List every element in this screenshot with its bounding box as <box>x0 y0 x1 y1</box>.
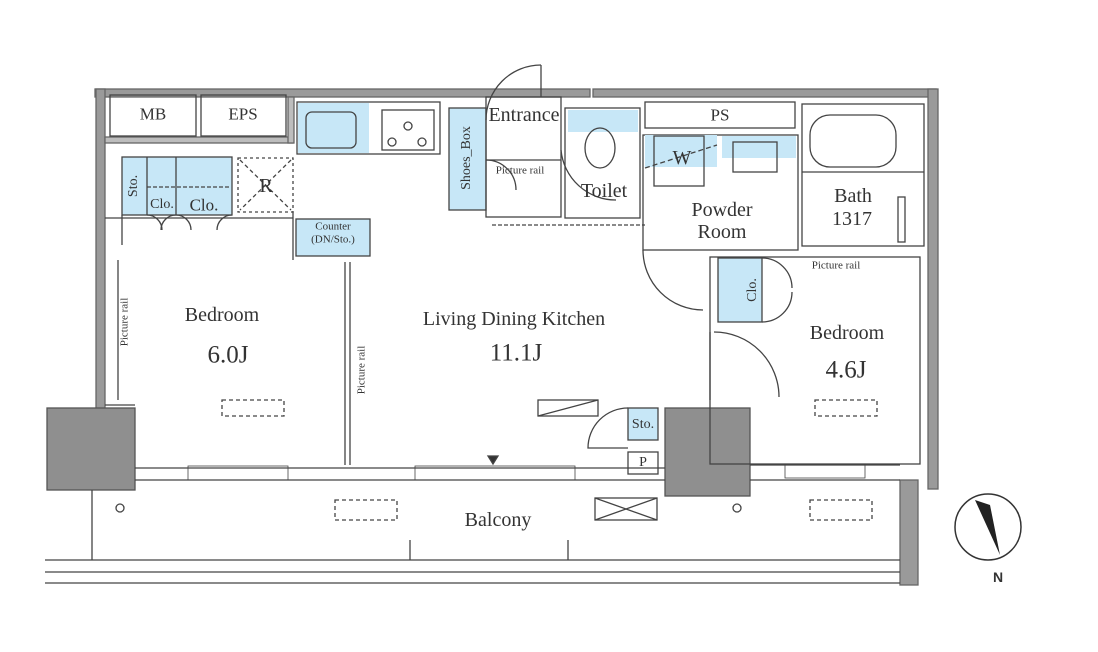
room-size-bedroom-2: 4.6J <box>825 356 867 384</box>
label-picture-rail-bedroom2: Picture rail <box>811 259 861 272</box>
wall-left <box>95 88 106 410</box>
label-counter: Counter <box>315 220 351 233</box>
label-shoes-box: Shoes_Box <box>459 126 474 190</box>
label-picture-rail-entrance: Picture rail <box>495 164 545 177</box>
room-label-balcony: Balcony <box>464 509 532 531</box>
room-label-eps: EPS <box>228 104 258 124</box>
room-label-bedroom-2: Bedroom <box>809 322 885 344</box>
room-label-bedroom-1: Bedroom <box>184 304 260 326</box>
room-label-powder: Powder <box>691 199 753 221</box>
room-label-ps: PS <box>710 105 730 125</box>
wall-balcony-right <box>899 479 919 586</box>
wall-top-left <box>94 88 591 98</box>
room-size-bedroom-1: 6.0J <box>207 341 249 369</box>
bath-size: 1317 <box>832 208 872 230</box>
room-label-ldk: Living Dining Kitchen <box>422 308 606 330</box>
wall-right <box>927 88 939 490</box>
label-sto-left: Sto. <box>126 174 141 198</box>
room-label-toilet: Toilet <box>580 180 628 202</box>
label-clo-left-2: Clo. <box>189 195 219 215</box>
label-counter-dn-sto: (DN/Sto.) <box>311 233 355 246</box>
label-clo-left-1: Clo. <box>150 197 174 212</box>
label-picture-rail-mid: Picture rail <box>355 345 368 395</box>
label-washer: W <box>672 147 692 169</box>
room-label-entrance: Entrance <box>488 104 560 126</box>
room-label-mb: MB <box>139 104 167 124</box>
room-size-ldk: 11.1J <box>489 339 543 367</box>
pillar-right <box>664 407 751 497</box>
label-p: P <box>639 455 647 470</box>
label-picture-rail-left: Picture rail <box>118 297 131 347</box>
label-refrigerator: R <box>259 175 273 197</box>
room-label-bath: Bath <box>834 185 872 207</box>
label-sto-small: Sto. <box>631 417 655 432</box>
room-label-room: Room <box>697 221 747 243</box>
compass-icon <box>954 493 1022 561</box>
wall-top-right <box>592 88 937 98</box>
label-clo-right: Clo. <box>745 278 760 302</box>
compass-north-label: N <box>992 569 1004 585</box>
pillar-left <box>46 407 136 491</box>
